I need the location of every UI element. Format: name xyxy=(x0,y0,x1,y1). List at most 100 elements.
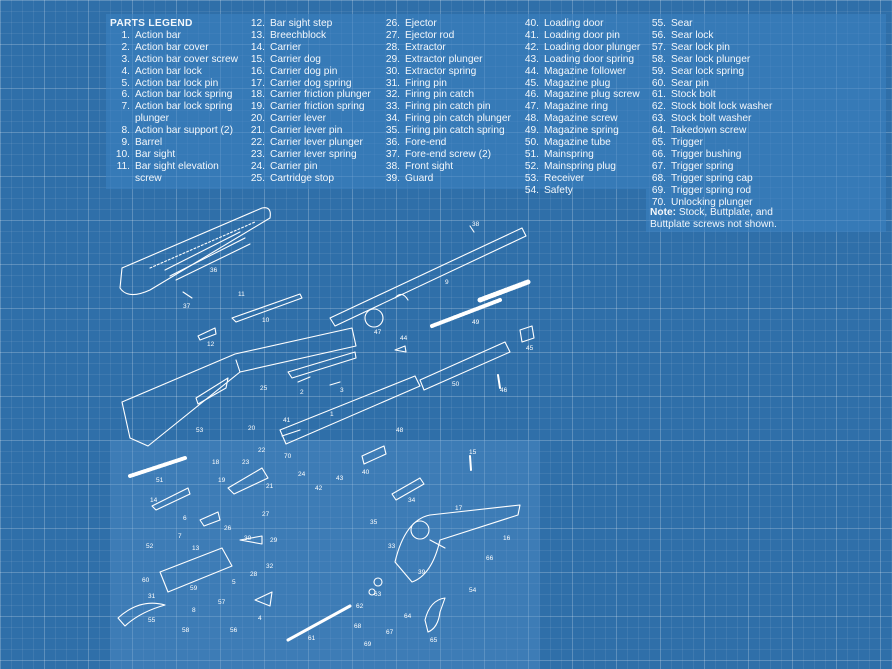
callout-39: 39 xyxy=(418,569,426,576)
legend-item-label: Loading door pin xyxy=(544,29,620,41)
callout-21: 21 xyxy=(266,483,274,490)
legend-item-label: Extractor plunger xyxy=(405,53,483,65)
legend-item-label: Extractor xyxy=(405,41,446,53)
legend-item-label: Magazine tube xyxy=(544,137,611,149)
legend-item: 30.Extractor spring xyxy=(380,66,511,78)
legend-item-label: Sear pin xyxy=(671,77,709,89)
legend-item-label: Stock bolt lock washer xyxy=(671,101,773,113)
legend-item: 29.Extractor plunger xyxy=(380,54,511,66)
callout-70: 70 xyxy=(284,453,292,460)
part-stock-bolt xyxy=(286,604,352,642)
legend-item-number: 40. xyxy=(524,18,539,29)
legend-item-number: 59. xyxy=(651,65,666,77)
legend-item: 68. Trigger spring cap xyxy=(646,173,772,185)
legend-item-label: Trigger xyxy=(671,137,703,149)
callout-45: 45 xyxy=(526,345,534,352)
callout-7: 7 xyxy=(178,533,182,540)
legend-item-label: Trigger spring xyxy=(671,160,734,172)
legend-item-number: 22. xyxy=(250,137,265,149)
legend-item: 42.Loading door plunger xyxy=(519,42,640,54)
legend-item: 57.Sear lock pin xyxy=(646,42,772,54)
legend-item-label: Magazine spring xyxy=(544,125,619,137)
callout-27: 27 xyxy=(262,511,270,518)
legend-item: 17.Carrier dog spring xyxy=(245,78,371,90)
callout-51: 51 xyxy=(156,477,164,484)
legend-item-number: 54. xyxy=(524,184,539,196)
legend-item: 49. Magazine spring xyxy=(519,125,640,137)
legend-item-label: Takedown screw xyxy=(671,125,747,137)
legend-item-label: Carrier dog pin xyxy=(270,65,338,77)
legend-item-number: 42. xyxy=(524,41,539,53)
legend-item-label: Receiver xyxy=(544,172,585,184)
legend-item-number: 33. xyxy=(385,101,400,113)
legend-item-number: 61. xyxy=(651,89,666,101)
callout-35: 35 xyxy=(370,519,378,526)
legend-item: 45.Magazine plug xyxy=(519,78,640,90)
legend-item-number: 5. xyxy=(121,77,131,89)
legend-item: 18.Carrier friction plunger xyxy=(245,89,371,101)
part-barrel xyxy=(329,225,527,328)
callout-25: 25 xyxy=(260,385,268,392)
callout-47: 47 xyxy=(374,329,382,336)
part-fore-end xyxy=(119,207,271,296)
legend-item-label: Sear lock plunger xyxy=(671,53,751,65)
legend-item-label: Magazine screw xyxy=(544,113,618,125)
legend-item-label: Action bar support (2) xyxy=(135,125,233,137)
callout-14: 14 xyxy=(150,497,158,504)
callout-40: 40 xyxy=(362,469,370,476)
legend-item-label: Carrier dog spring xyxy=(270,77,352,89)
legend-item-number: 3. xyxy=(121,53,131,65)
callout-38: 38 xyxy=(472,221,480,228)
legend-item-number: 49. xyxy=(524,125,539,137)
legend-item-number: 1. xyxy=(121,29,131,41)
legend-item-number: 45. xyxy=(524,77,539,89)
legend-item: 34.Firing pin catch plunger xyxy=(380,113,511,125)
legend-item: 10.Bar sight xyxy=(110,149,243,161)
legend-item-label: Trigger spring rod xyxy=(671,184,752,196)
legend-item-number: 60. xyxy=(651,77,666,89)
legend-item-number: 67. xyxy=(651,160,666,172)
legend-item-label: Safety xyxy=(544,184,573,196)
legend-item-label: Carrier lever plunger xyxy=(270,137,363,149)
legend-item: 14.Carrier xyxy=(245,42,371,54)
callout-19: 19 xyxy=(218,477,226,484)
note-label: Note: xyxy=(650,207,677,218)
callout-15: 15 xyxy=(469,449,477,456)
legend-item-number: 41. xyxy=(524,29,539,41)
legend-item-label: Bar sight elevation screw xyxy=(135,160,219,184)
legend-item-label: Carrier xyxy=(270,41,302,53)
legend-item-label: Breechblock xyxy=(270,29,327,41)
callout-20: 20 xyxy=(248,425,256,432)
legend-item-number: 51. xyxy=(524,148,539,160)
callout-48: 48 xyxy=(396,427,404,434)
legend-item-number: 8. xyxy=(121,125,131,137)
part-bar-sight xyxy=(231,293,303,323)
part-action-bar xyxy=(279,375,421,445)
legend-item-label: Carrier friction spring xyxy=(270,101,365,113)
legend-item-number: 30. xyxy=(385,65,400,77)
legend-item-number: 44. xyxy=(524,65,539,77)
callout-12: 12 xyxy=(207,341,215,348)
legend-item-number: 55. xyxy=(651,18,666,29)
legend-item-label: Trigger spring cap xyxy=(671,172,753,184)
legend-item: 63.Stock bolt washer xyxy=(646,113,772,125)
legend-item-number: 68. xyxy=(651,172,666,184)
callout-22: 22 xyxy=(258,447,266,454)
legend-item-number: 53. xyxy=(524,172,539,184)
part-breechblock xyxy=(159,547,233,593)
legend-item: 22. Carrier lever plunger xyxy=(245,137,371,149)
legend-item-number: 52. xyxy=(524,160,539,172)
legend-item: 50. Magazine tube xyxy=(519,137,640,149)
legend-item-label: Fore-end xyxy=(405,137,447,149)
legend-item-number: 11. xyxy=(116,160,130,172)
legend-item-number: 50. xyxy=(524,137,539,149)
legend-item-number: 10. xyxy=(115,148,130,160)
legend-item-number: 32. xyxy=(385,89,400,101)
legend-panel-right xyxy=(646,14,886,232)
legend-item: 58.Sear lock plunger xyxy=(646,54,772,66)
legend-item-label: Sear lock spring xyxy=(671,65,745,77)
